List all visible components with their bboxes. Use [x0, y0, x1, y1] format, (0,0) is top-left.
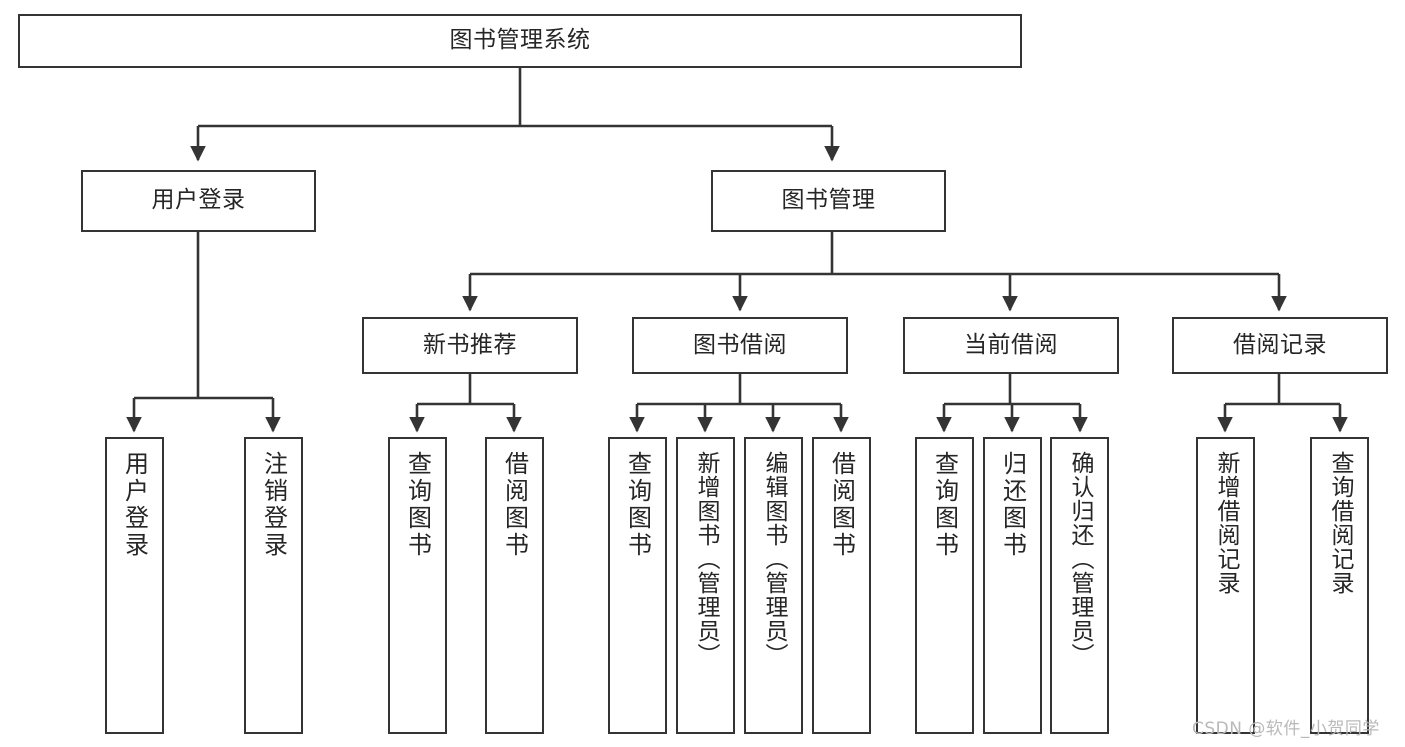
node-leaf-logout[interactable]: 注销登录 [244, 437, 303, 734]
node-leaf-add-book-admin[interactable]: 新增图书（管理员） [676, 437, 735, 734]
node-book-borrowing[interactable]: 图书借阅 [632, 317, 848, 374]
node-label: 确认归还（管理员） [1067, 451, 1093, 667]
node-current-borrowing[interactable]: 当前借阅 [903, 317, 1119, 374]
node-new-book-recommendation[interactable]: 新书推荐 [362, 317, 578, 374]
node-leaf-query-borrow-record[interactable]: 查询借阅记录 [1310, 437, 1369, 734]
node-leaf-query-books-recommend[interactable]: 查询图书 [388, 437, 447, 734]
node-leaf-user-login[interactable]: 用户登录 [105, 437, 164, 734]
node-label: 归还图书 [998, 451, 1027, 559]
node-leaf-return-books[interactable]: 归还图书 [983, 437, 1042, 734]
node-label: 图书管理 [781, 187, 876, 214]
node-label: 借阅图书 [827, 451, 856, 559]
node-label: 用户登录 [151, 187, 246, 214]
node-leaf-query-books-borrow[interactable]: 查询图书 [608, 437, 667, 734]
node-leaf-borrow-books[interactable]: 借阅图书 [812, 437, 871, 734]
node-label: 借阅图书 [500, 451, 529, 559]
node-leaf-edit-book-admin[interactable]: 编辑图书（管理员） [744, 437, 803, 734]
node-leaf-borrow-books-recommend[interactable]: 借阅图书 [485, 437, 544, 734]
node-leaf-add-borrow-record[interactable]: 新增借阅记录 [1196, 437, 1255, 734]
node-label: 注销登录 [259, 451, 288, 559]
node-label: 编辑图书（管理员） [761, 451, 787, 667]
node-label: 查询图书 [930, 451, 959, 559]
node-label: 借阅记录 [1233, 331, 1327, 358]
node-label: 查询图书 [403, 451, 432, 559]
node-user-login[interactable]: 用户登录 [81, 170, 316, 232]
node-label: 新增图书（管理员） [693, 451, 719, 667]
node-label: 新增借阅记录 [1213, 451, 1239, 595]
node-label: 新书推荐 [423, 331, 517, 358]
node-label: 查询借阅记录 [1327, 451, 1353, 595]
csdn-watermark: CSDN @软件_小贺同学 [1192, 719, 1380, 739]
node-label: 图书管理系统 [449, 27, 591, 54]
node-root-book-management-system[interactable]: 图书管理系统 [18, 14, 1022, 68]
node-book-management[interactable]: 图书管理 [711, 170, 946, 232]
node-label: 图书借阅 [693, 331, 787, 358]
node-label: 查询图书 [623, 451, 652, 559]
node-borrowing-records[interactable]: 借阅记录 [1172, 317, 1388, 374]
node-leaf-confirm-return-admin[interactable]: 确认归还（管理员） [1050, 437, 1109, 734]
node-label: 当前借阅 [964, 331, 1058, 358]
node-leaf-query-books-current[interactable]: 查询图书 [915, 437, 974, 734]
node-label: 用户登录 [120, 451, 149, 559]
